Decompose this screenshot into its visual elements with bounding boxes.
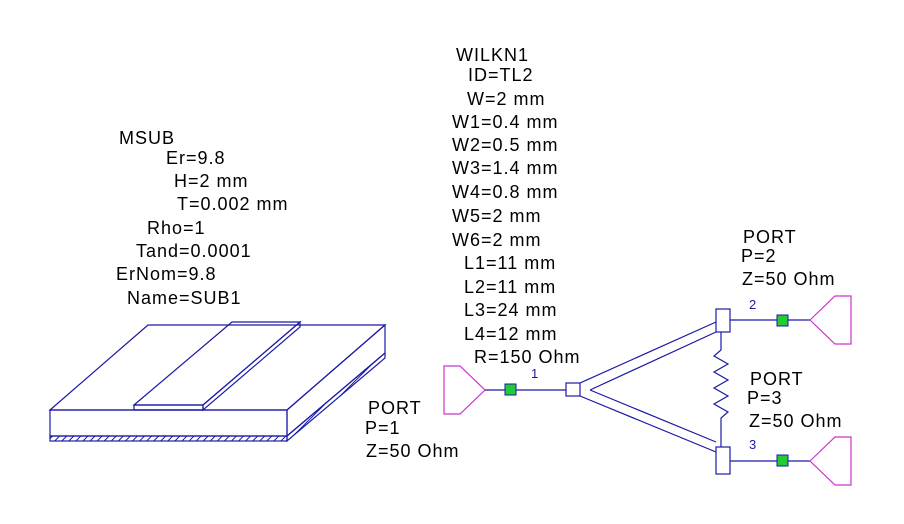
port3-z: Z=50 Ohm [749, 411, 843, 431]
port1-node[interactable] [504, 383, 517, 396]
wilkinson-lower-arm-inner [589, 389, 717, 443]
substrate-ground-layer [49, 435, 288, 442]
wilkinson-title: WILKN1 [456, 45, 530, 65]
msub-ernom: ErNom=9.8 [116, 264, 217, 284]
wilkinson-id: ID=TL2 [468, 65, 534, 85]
wilkinson-l2: L2=11 mm [464, 277, 557, 297]
wilkinson-out3-stub [715, 446, 731, 475]
wilkinson-out2-stub [715, 308, 731, 333]
port2-symbol[interactable] [776, 295, 852, 345]
wilkinson-input-stub [565, 382, 581, 397]
wilkinson-r: R=150 Ohm [474, 347, 581, 367]
wilkinson-divider[interactable] [516, 308, 777, 475]
msub-h: H=2 mm [174, 171, 249, 191]
port1-title: PORT [368, 398, 422, 418]
wilkinson-w6: W6=2 mm [452, 230, 542, 250]
wilkinson-w5: W5=2 mm [452, 206, 542, 226]
wilkinson-lower-arm-outer [579, 395, 717, 453]
port3-p: P=3 [747, 388, 783, 408]
wilkinson-w1: W1=0.4 mm [452, 112, 559, 132]
msub-substrate-graphic[interactable] [48, 320, 387, 443]
wilkinson-w: W=2 mm [467, 89, 546, 109]
isolation-resistor [712, 332, 730, 447]
msub-er: Er=9.8 [166, 148, 226, 168]
port2-title: PORT [743, 227, 797, 247]
msub-t: T=0.002 mm [177, 194, 289, 214]
wilkinson-l3: L3=24 mm [464, 300, 558, 320]
port1-z: Z=50 Ohm [366, 441, 460, 461]
port2-node[interactable] [776, 314, 789, 327]
wilkinson-l4: L4=12 mm [464, 324, 558, 344]
port2-z: Z=50 Ohm [742, 269, 836, 289]
port3-triangle [809, 436, 852, 486]
wilkinson-upper-arm-outer [579, 321, 717, 384]
port2-p: P=2 [741, 246, 777, 266]
wilkinson-l1: L1=11 mm [464, 253, 557, 273]
port1-symbol[interactable] [443, 365, 517, 415]
port2-triangle [809, 295, 852, 345]
port3-node[interactable] [776, 454, 789, 467]
substrate-front-face [49, 409, 288, 437]
port1-pin-number: 1 [531, 366, 539, 381]
microstrip-side [202, 320, 301, 412]
msub-title: MSUB [119, 128, 176, 148]
wilkinson-w4: W4=0.8 mm [452, 182, 559, 202]
microstrip-front [133, 404, 204, 411]
port3-symbol[interactable] [776, 436, 852, 486]
substrate-side-face [286, 323, 386, 438]
msub-name: Name=SUB1 [127, 288, 242, 308]
wilkinson-upper-arm-inner [589, 331, 717, 391]
port2-pin-number: 2 [749, 297, 757, 312]
msub-tand: Tand=0.0001 [136, 241, 252, 261]
wilkinson-w3: W3=1.4 mm [452, 158, 559, 178]
port1-triangle [443, 365, 486, 415]
port3-title: PORT [750, 369, 804, 389]
port1-p: P=1 [365, 418, 401, 438]
wilkinson-w2: W2=0.5 mm [452, 135, 559, 155]
msub-rho: Rho=1 [147, 218, 206, 238]
port3-pin-number: 3 [749, 437, 757, 452]
